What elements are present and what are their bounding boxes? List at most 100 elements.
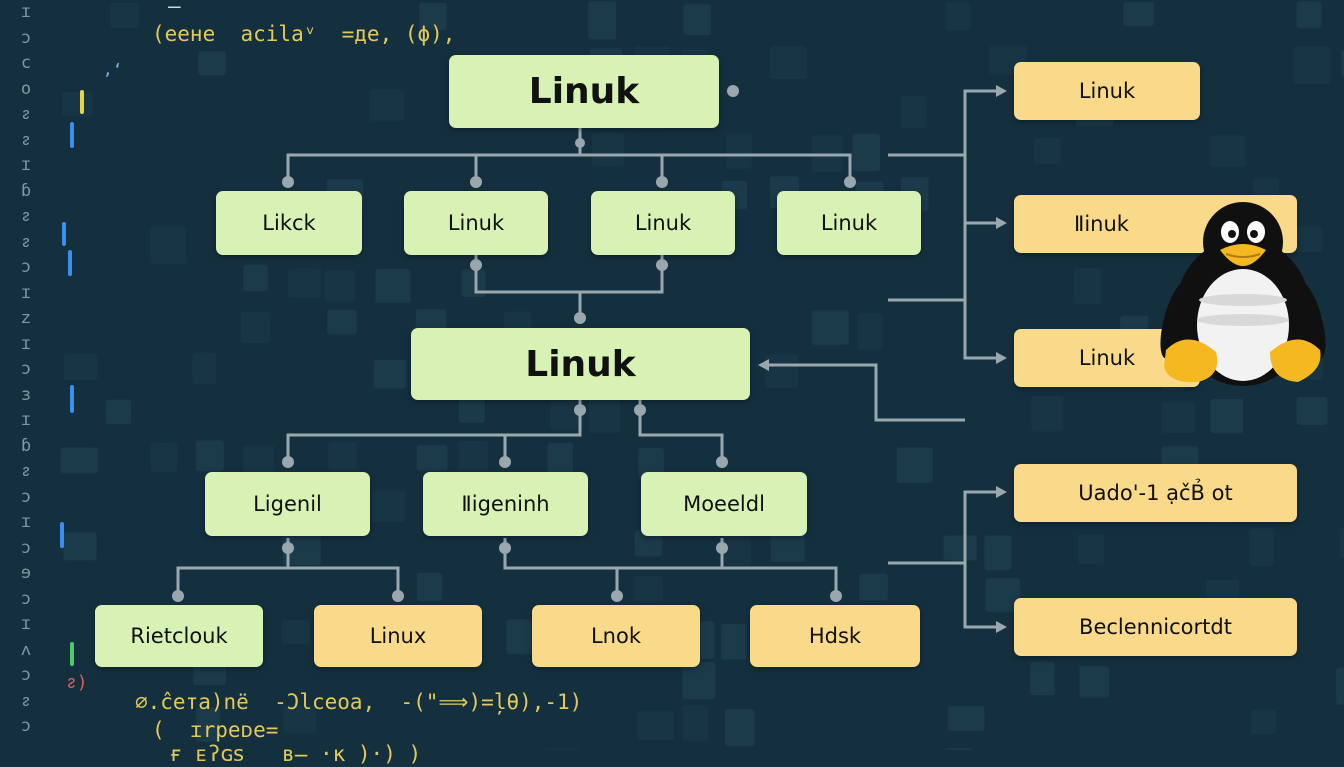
gutter-char: ɔ (20, 537, 32, 558)
connector-dot (392, 590, 404, 602)
connector-dot (470, 259, 482, 271)
background-square (419, 2, 447, 31)
background-square (416, 572, 443, 602)
gutter-char: ɓ (20, 180, 32, 201)
node-level1-a[interactable]: Likck (216, 191, 362, 255)
node-level3-b[interactable]: Linux (314, 605, 482, 667)
node-root-2[interactable]: Linuk (411, 328, 750, 400)
background-square (588, 1, 617, 40)
connector-dot (716, 456, 728, 468)
background-square (324, 269, 355, 302)
code-bottom-line-2: ( ɪrpeᴅe= (152, 718, 279, 742)
gutter-char: ᴤ (20, 129, 32, 150)
background-square (375, 268, 411, 303)
background-square (416, 445, 448, 471)
background-square (61, 91, 94, 117)
connector-dot (656, 176, 668, 188)
background-square (896, 447, 934, 483)
gutter-char: ᴢ (20, 308, 32, 328)
node-level2-b[interactable]: Ⅱigeninh (423, 472, 588, 536)
background-square (458, 396, 485, 423)
gutter-char: ɪ (20, 2, 32, 22)
background-square (1250, 709, 1276, 735)
connector-level1-bus (286, 153, 852, 182)
gutter-marker (68, 250, 72, 276)
background-square (1079, 666, 1110, 698)
gutter-marker (62, 222, 66, 246)
background-square (638, 447, 664, 479)
background-square (901, 95, 927, 129)
background-square (1031, 396, 1064, 432)
background-square (1336, 667, 1344, 705)
gutter-marker (80, 90, 84, 114)
side-node-5[interactable]: Beclennicortdt (1014, 598, 1297, 656)
arrowhead (996, 486, 1007, 498)
connector-dot (575, 138, 585, 148)
diagram-connectors (172, 85, 1007, 633)
background-square (60, 447, 98, 474)
node-level3-a[interactable]: Rietclouk (95, 605, 263, 667)
code-top-line: (eене acilаᵛ =дe, (ϕ), (152, 22, 456, 46)
gutter-char: ᴤ (20, 461, 32, 481)
gutter-marker (70, 122, 74, 148)
gutter-char: ɪ (20, 512, 32, 532)
connector-dot (282, 456, 294, 468)
gutter-marker (60, 522, 64, 548)
connector-l1-merge (474, 255, 664, 294)
background-square (1030, 661, 1055, 696)
background-square (811, 310, 850, 345)
node-root-1[interactable]: Linuk (449, 55, 719, 128)
node-level2-c[interactable]: Moeeldl (641, 472, 807, 536)
side-node-1[interactable]: Linuk (1014, 62, 1200, 120)
node-level2-a[interactable]: Ligenil (205, 472, 370, 536)
background-square (769, 46, 807, 80)
code-top-dash: – (168, 0, 181, 18)
background-square (1123, 1, 1154, 27)
side-node-4[interactable]: Uado'-1 ạčB̉ ot (1014, 464, 1297, 522)
gutter-char: ɪ (20, 614, 32, 634)
gutter-char: c (20, 53, 32, 73)
node-level1-b[interactable]: Linuk (404, 191, 548, 255)
background-square (1296, 1, 1322, 29)
background-square (1073, 268, 1102, 305)
gutter-char: ᴤ (20, 690, 32, 711)
code-bottom-line-3: ғ ᴇʔɢꜱ в̶ ·ĸ )·) ) (170, 742, 422, 766)
background-square (327, 309, 357, 335)
connector-dot (727, 85, 739, 97)
background-square (105, 399, 132, 425)
gutter-char: ɔ (20, 716, 32, 736)
connector-dot (172, 590, 184, 602)
arrowhead (996, 621, 1007, 633)
gutter-char: ɔ (20, 665, 32, 685)
gutter-char: ɘ (20, 563, 32, 583)
gutter-char: ɓ (20, 435, 32, 456)
background-square (287, 268, 321, 298)
background-square (984, 535, 1012, 571)
background-square (281, 620, 311, 645)
background-square (547, 443, 573, 475)
background-square (1210, 135, 1246, 167)
connector-side-lower-bracket (963, 490, 1000, 629)
connector-dot (844, 176, 856, 188)
background-square (683, 4, 711, 36)
node-level1-d[interactable]: Linuk (777, 191, 921, 255)
background-square (1033, 137, 1061, 164)
connector-dot (282, 176, 294, 188)
connector-dot (282, 542, 294, 554)
background-square (946, 2, 971, 31)
gutter-char: ɔ (20, 486, 32, 507)
node-level1-c[interactable]: Linuk (591, 191, 735, 255)
connector-root2-side (765, 363, 965, 422)
background-square (328, 442, 358, 470)
gutter-char: ɔ (20, 257, 32, 277)
background-square (857, 313, 883, 350)
background-square (192, 352, 217, 385)
background-square (985, 578, 1020, 612)
gutter-marker (70, 642, 74, 666)
gutter-char: o (20, 78, 32, 99)
node-level3-c[interactable]: Lnok (532, 605, 700, 667)
background-square (943, 535, 977, 561)
node-level3-d[interactable]: Hdsk (750, 605, 920, 667)
background-square (240, 311, 271, 344)
